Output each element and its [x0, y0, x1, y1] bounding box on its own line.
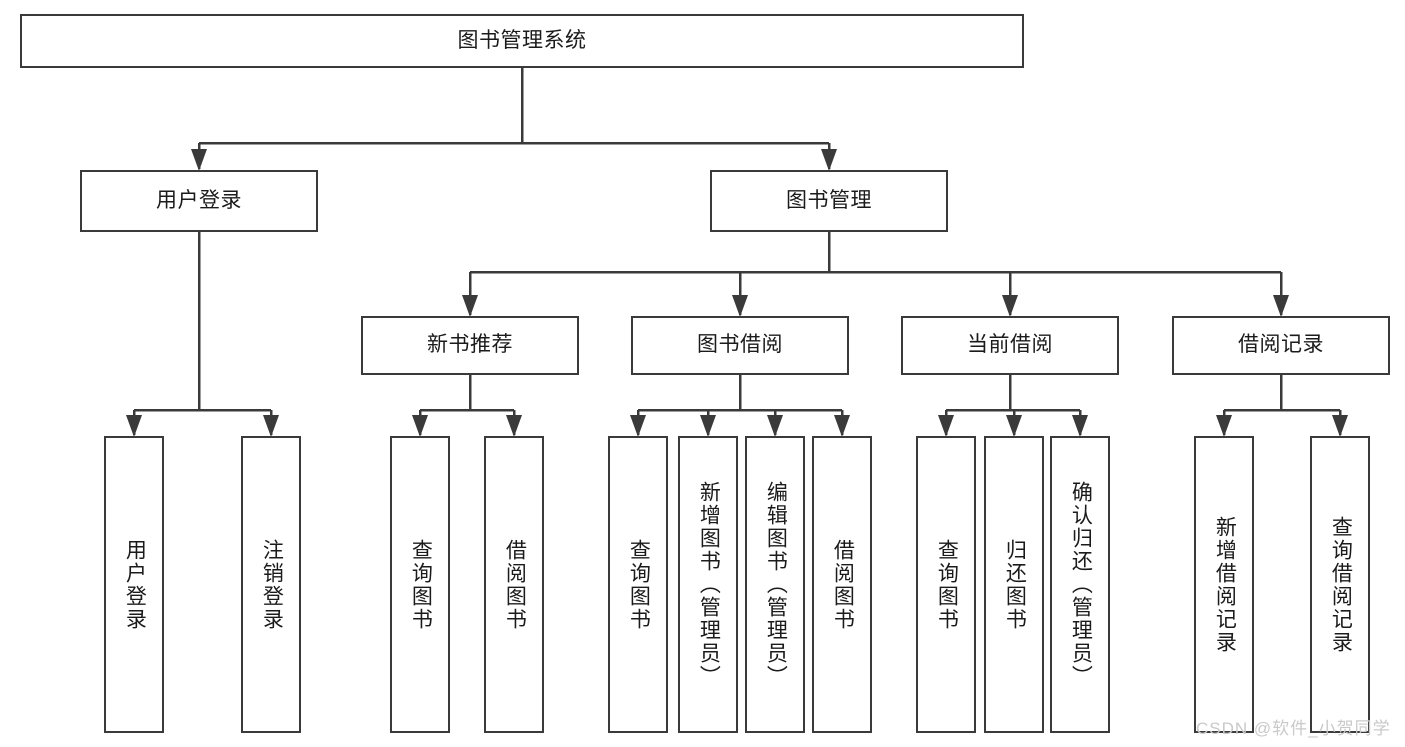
node-leaf-query-borrow-record-label: 查询借阅记录	[1329, 515, 1353, 654]
node-user-login-label: 用户登录	[156, 188, 242, 212]
node-leaf-query-book-2-label: 查询图书	[627, 538, 651, 631]
node-leaf-add-borrow-record-label: 新增借阅记录	[1213, 515, 1237, 654]
node-leaf-query-book-1-label: 查询图书	[409, 538, 433, 631]
node-leaf-user-logout-label: 注销登录	[260, 538, 284, 631]
node-current-borrow[interactable]: 当前借阅	[901, 316, 1119, 375]
node-book-borrow[interactable]: 图书借阅	[631, 316, 849, 375]
node-root[interactable]: 图书管理系统	[20, 14, 1024, 68]
node-leaf-query-book-3[interactable]: 查询图书	[916, 436, 976, 733]
node-leaf-query-borrow-record[interactable]: 查询借阅记录	[1310, 436, 1370, 733]
node-book-manage[interactable]: 图书管理	[710, 170, 948, 232]
node-book-borrow-label: 图书借阅	[697, 333, 783, 357]
node-leaf-add-book[interactable]: 新增图书（管理员）	[678, 436, 738, 733]
node-root-label: 图书管理系统	[457, 28, 587, 52]
node-leaf-borrow-book-2[interactable]: 借阅图书	[812, 436, 872, 733]
node-leaf-borrow-book-1[interactable]: 借阅图书	[484, 436, 544, 733]
node-leaf-user-login-label: 用户登录	[123, 538, 147, 631]
node-leaf-confirm-return[interactable]: 确认归还（管理员）	[1050, 436, 1110, 733]
node-leaf-add-borrow-record[interactable]: 新增借阅记录	[1194, 436, 1254, 733]
node-leaf-edit-book-label: 编辑图书（管理员）	[764, 481, 788, 688]
node-leaf-return-book-label: 归还图书	[1003, 538, 1027, 631]
node-leaf-return-book[interactable]: 归还图书	[984, 436, 1044, 733]
node-leaf-query-book-3-label: 查询图书	[935, 538, 959, 631]
node-leaf-query-book-2[interactable]: 查询图书	[608, 436, 668, 733]
node-new-book-recommend[interactable]: 新书推荐	[361, 316, 579, 375]
node-borrow-record[interactable]: 借阅记录	[1172, 316, 1390, 375]
node-leaf-edit-book[interactable]: 编辑图书（管理员）	[745, 436, 805, 733]
node-leaf-user-login[interactable]: 用户登录	[104, 436, 164, 733]
node-leaf-confirm-return-label: 确认归还（管理员）	[1069, 481, 1093, 688]
node-user-login[interactable]: 用户登录	[80, 170, 318, 232]
node-new-book-recommend-label: 新书推荐	[427, 333, 513, 357]
node-current-borrow-label: 当前借阅	[967, 333, 1053, 357]
node-borrow-record-label: 借阅记录	[1238, 333, 1324, 357]
node-leaf-borrow-book-2-label: 借阅图书	[831, 538, 855, 631]
node-book-manage-label: 图书管理	[786, 188, 872, 212]
node-leaf-add-book-label: 新增图书（管理员）	[697, 481, 721, 688]
node-leaf-query-book-1[interactable]: 查询图书	[390, 436, 450, 733]
node-leaf-borrow-book-1-label: 借阅图书	[503, 538, 527, 631]
node-leaf-user-logout[interactable]: 注销登录	[241, 436, 301, 733]
